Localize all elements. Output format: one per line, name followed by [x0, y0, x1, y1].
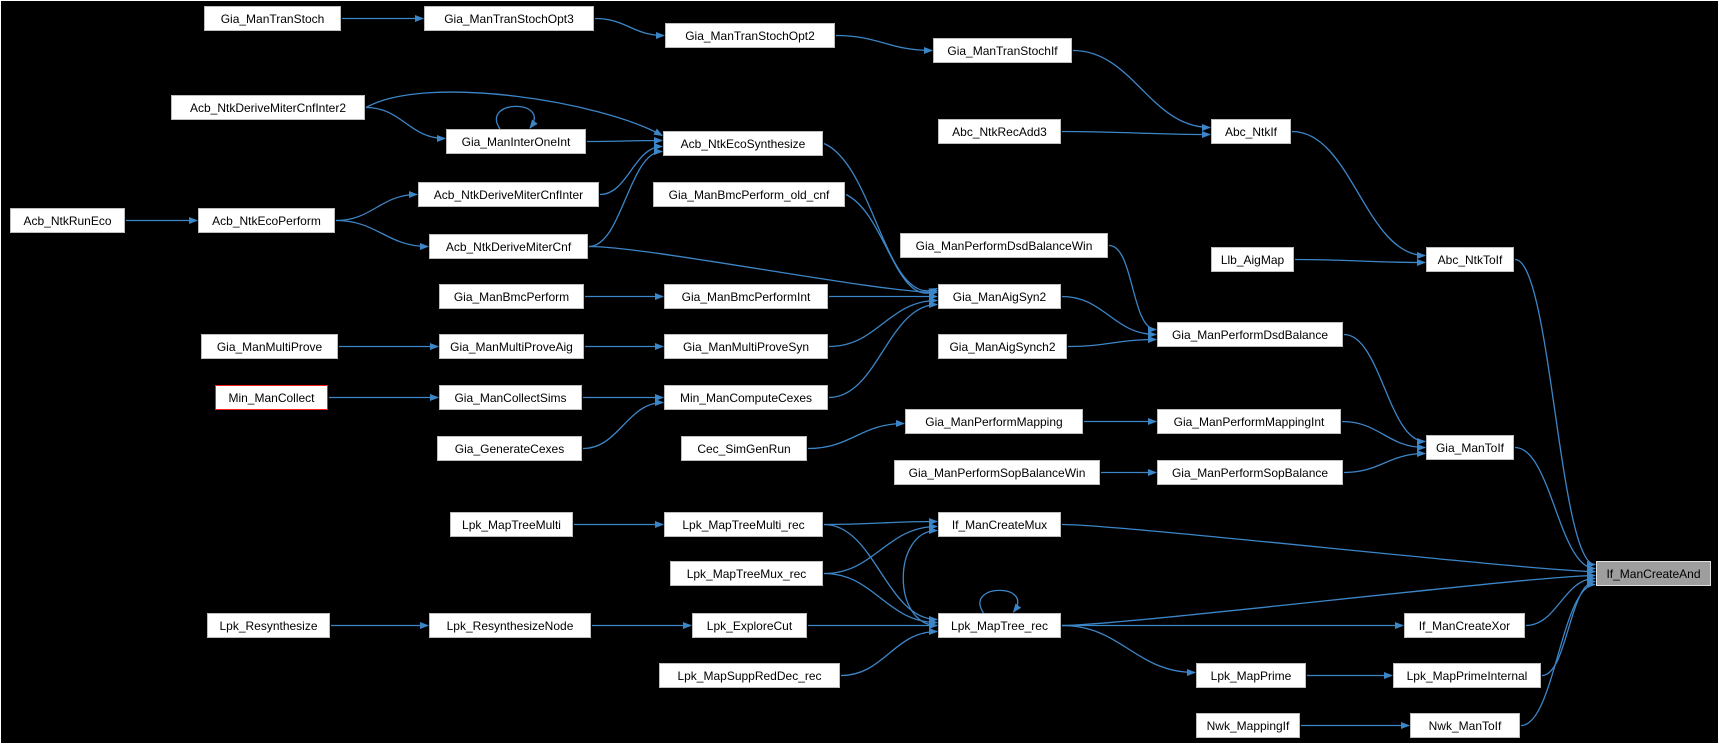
node-Lpk_MapTree_rec[interactable]: Lpk_MapTree_rec — [938, 613, 1061, 638]
node-Acb_NtkDeriveMiterCnf[interactable]: Acb_NtkDeriveMiterCnf — [429, 234, 588, 259]
node-Gia_ManTranStochOpt3[interactable]: Gia_ManTranStochOpt3 — [424, 6, 594, 31]
edge-Lpk_MapTreeMulti_rec-to-If_ManCreateMux — [823, 518, 938, 526]
edge-Acb_NtkDeriveMiterCnf-to-Acb_NtkEcoSynthesize — [588, 148, 663, 248]
node-Gia_ManPerformMappingInt[interactable]: Gia_ManPerformMappingInt — [1157, 409, 1341, 434]
edge-Acb_NtkDeriveMiterCnf-to-Gia_ManAigSyn2 — [588, 245, 938, 296]
edge-Gia_ManAigSyn2-to-Gia_ManPerformDsdBalance — [1061, 295, 1157, 338]
node-Lpk_MapPrime[interactable]: Lpk_MapPrime — [1196, 663, 1306, 688]
node-Gia_ManBmcPerformInt[interactable]: Gia_ManBmcPerformInt — [664, 284, 828, 309]
node-Gia_ManBmcPerform_old_cnf[interactable]: Gia_ManBmcPerform_old_cnf — [653, 182, 845, 207]
edge-Lpk_MapTree_rec-to-Lpk_MapPrime — [1061, 624, 1196, 676]
node-Lpk_MapSuppRedDec_rec[interactable]: Lpk_MapSuppRedDec_rec — [659, 663, 840, 688]
node-Gia_ManInterOneInt[interactable]: Gia_ManInterOneInt — [446, 129, 586, 154]
edge-Llb_AigMap-to-Abc_NtkToIf — [1294, 258, 1426, 266]
node-Gia_ManMultiProve[interactable]: Gia_ManMultiProve — [201, 334, 338, 359]
node-Lpk_MapTreeMulti_rec[interactable]: Lpk_MapTreeMulti_rec — [664, 512, 823, 537]
edge-Gia_ManBmcPerform_old_cnf-to-Gia_ManAigSyn2 — [845, 193, 938, 298]
edge-Lpk_MapTreeMulti_rec-to-Lpk_MapTree_rec — [823, 523, 938, 623]
node-Nwk_ManToIf[interactable]: Nwk_ManToIf — [1410, 713, 1520, 738]
node-Min_ManComputeCexes[interactable]: Min_ManComputeCexes — [664, 385, 828, 410]
node-Gia_ManTranStoch[interactable]: Gia_ManTranStoch — [204, 6, 341, 31]
edge-Gia_ManTranStochOpt2-to-Gia_ManTranStochIf — [835, 34, 933, 54]
edge-If_ManCreateMux-to-If_ManCreateAnd — [1061, 523, 1596, 575]
node-If_ManCreateXor[interactable]: If_ManCreateXor — [1404, 613, 1525, 638]
edge-Acb_NtkEcoPerform-to-Acb_NtkDeriveMiterCnfInter — [335, 191, 418, 222]
edge-If_ManCreateXor-to-If_ManCreateAnd — [1525, 575, 1596, 627]
edge-Gia_ManMultiProveSyn-to-Gia_ManAigSyn2 — [828, 297, 938, 348]
edge-Gia_ManInterOneInt-to-Acb_NtkEcoSynthesize — [586, 137, 663, 145]
edge-Acb_NtkEcoSynthesize-to-Gia_ManAigSyn2 — [823, 142, 938, 295]
edge-Gia_ManTranStochOpt3-to-Gia_ManTranStochOpt2 — [594, 17, 665, 39]
node-Gia_ManMultiProveSyn[interactable]: Gia_ManMultiProveSyn — [664, 334, 828, 359]
node-Lpk_MapTreeMulti[interactable]: Lpk_MapTreeMulti — [450, 512, 573, 537]
node-Gia_ManPerformDsdBalanceWin[interactable]: Gia_ManPerformDsdBalanceWin — [900, 233, 1108, 258]
edge-Lpk_MapTreeMux_rec-to-If_ManCreateMux — [823, 523, 938, 575]
edge-Gia_ManTranStochIf-to-Abc_NtkIf — [1072, 49, 1211, 131]
node-Gia_ManPerformSopBalanceWin[interactable]: Gia_ManPerformSopBalanceWin — [894, 460, 1100, 485]
node-Nwk_MappingIf[interactable]: Nwk_MappingIf — [1196, 713, 1300, 738]
edge-Gia_ManAigSynch2-to-Gia_ManPerformDsdBalance — [1067, 336, 1157, 348]
edge-Lpk_MapPrimeInternal-to-If_ManCreateAnd — [1541, 578, 1596, 677]
edge-Acb_NtkDeriveMiterCnfInter-to-Acb_NtkEcoSynthesize — [599, 143, 663, 196]
node-Gia_ManPerformSopBalance[interactable]: Gia_ManPerformSopBalance — [1157, 460, 1343, 485]
edge-Gia_ManInterOneInt-self — [495, 105, 538, 130]
node-Acb_NtkEcoPerform[interactable]: Acb_NtkEcoPerform — [198, 208, 335, 233]
edge-Lpk_MapSuppRedDec_rec-to-Lpk_MapTree_rec — [840, 628, 938, 677]
edge-Acb_NtkDeriveMiterCnfInter2-to-Gia_ManInterOneInt — [365, 106, 446, 142]
node-Acb_NtkDeriveMiterCnfInter2[interactable]: Acb_NtkDeriveMiterCnfInter2 — [171, 95, 365, 120]
node-Gia_ManTranStochOpt2[interactable]: Gia_ManTranStochOpt2 — [665, 23, 835, 48]
edge-Gia_ManPerformDsdBalance-to-Gia_ManToIf — [1343, 333, 1426, 445]
edge-Abc_NtkRecAdd3-to-Abc_NtkIf — [1061, 130, 1211, 138]
node-Acb_NtkDeriveMiterCnfInter[interactable]: Acb_NtkDeriveMiterCnfInter — [418, 182, 599, 207]
node-Abc_NtkToIf[interactable]: Abc_NtkToIf — [1426, 247, 1514, 272]
node-If_ManCreateMux[interactable]: If_ManCreateMux — [938, 512, 1061, 537]
edge-Nwk_ManToIf-to-If_ManCreateAnd — [1520, 581, 1596, 727]
edge-Gia_ManPerformSopBalance-to-Gia_ManToIf — [1343, 450, 1426, 474]
node-If_ManCreateAnd: If_ManCreateAnd — [1596, 561, 1711, 586]
node-Lpk_ResynthesizeNode[interactable]: Lpk_ResynthesizeNode — [429, 613, 591, 638]
node-Lpk_MapTreeMux_rec[interactable]: Lpk_MapTreeMux_rec — [670, 561, 823, 586]
node-Gia_ManAigSynch2[interactable]: Gia_ManAigSynch2 — [938, 334, 1067, 359]
node-Gia_ManToIf[interactable]: Gia_ManToIf — [1426, 435, 1514, 460]
edge-Lpk_MapTree_rec-to-If_ManCreateAnd — [1061, 572, 1596, 627]
edge-group — [126, 15, 1596, 729]
node-Min_ManCollect[interactable]: Min_ManCollect — [215, 385, 328, 410]
node-Abc_NtkIf[interactable]: Abc_NtkIf — [1211, 119, 1291, 144]
edge-Min_ManComputeCexes-to-Gia_ManAigSyn2 — [828, 301, 938, 399]
node-Gia_ManCollectSims[interactable]: Gia_ManCollectSims — [439, 385, 582, 410]
node-Gia_ManBmcPerform[interactable]: Gia_ManBmcPerform — [439, 284, 584, 309]
node-Lpk_Resynthesize[interactable]: Lpk_Resynthesize — [207, 613, 330, 638]
edge-Cec_SimGenRun-to-Gia_ManPerformMapping — [807, 420, 905, 450]
node-Lpk_MapPrimeInternal[interactable]: Lpk_MapPrimeInternal — [1393, 663, 1541, 688]
edge-Gia_GenerateCexes-to-Min_ManComputeCexes — [582, 399, 664, 450]
node-Abc_NtkRecAdd3[interactable]: Abc_NtkRecAdd3 — [938, 119, 1061, 144]
node-Gia_ManPerformDsdBalance[interactable]: Gia_ManPerformDsdBalance — [1157, 322, 1343, 347]
edge-Gia_ManPerformMappingInt-to-Gia_ManToIf — [1341, 420, 1426, 451]
edge-Lpk_MapTree_rec-self — [979, 589, 1022, 614]
node-Gia_ManTranStochIf[interactable]: Gia_ManTranStochIf — [933, 38, 1072, 63]
node-Gia_GenerateCexes[interactable]: Gia_GenerateCexes — [437, 436, 582, 461]
edge-Acb_NtkDeriveMiterCnfInter2-to-Acb_NtkEcoSynthesize — [365, 91, 663, 137]
edge-Abc_NtkIf-to-Abc_NtkToIf — [1291, 130, 1426, 259]
edge-Gia_ManPerformDsdBalanceWin-to-Gia_ManPerformDsdBalance — [1108, 244, 1157, 333]
node-Acb_NtkEcoSynthesize[interactable]: Acb_NtkEcoSynthesize — [663, 131, 823, 156]
node-Gia_ManAigSyn2[interactable]: Gia_ManAigSyn2 — [938, 284, 1061, 309]
edge-Gia_ManToIf-to-If_ManCreateAnd — [1514, 446, 1596, 572]
edge-Lpk_MapTree_rec-to-If_ManCreateMux — [902, 527, 938, 627]
node-Lpk_ExploreCut[interactable]: Lpk_ExploreCut — [692, 613, 807, 638]
node-Llb_AigMap[interactable]: Llb_AigMap — [1211, 247, 1294, 272]
node-Acb_NtkRunEco[interactable]: Acb_NtkRunEco — [10, 208, 125, 233]
node-Cec_SimGenRun[interactable]: Cec_SimGenRun — [681, 436, 807, 461]
node-Gia_ManPerformMapping[interactable]: Gia_ManPerformMapping — [905, 409, 1083, 434]
node-Gia_ManMultiProveAig[interactable]: Gia_ManMultiProveAig — [439, 334, 584, 359]
edge-Acb_NtkEcoPerform-to-Acb_NtkDeriveMiterCnf — [335, 219, 429, 250]
edge-Abc_NtkToIf-to-If_ManCreateAnd — [1514, 258, 1596, 568]
